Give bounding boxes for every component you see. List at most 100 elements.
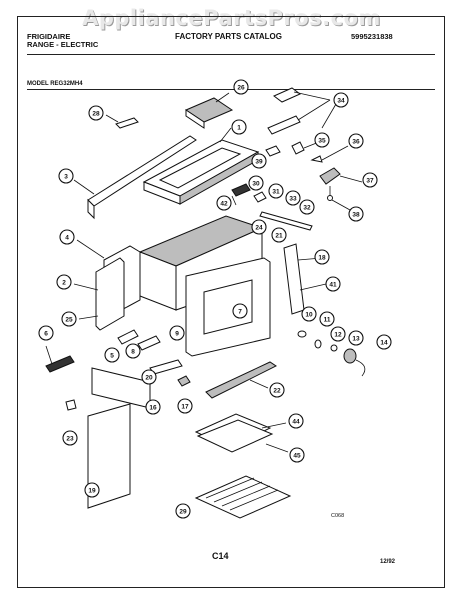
svg-text:34: 34: [337, 98, 345, 105]
svg-text:42: 42: [220, 201, 228, 208]
callout-13: 13: [348, 330, 364, 346]
svg-text:9: 9: [175, 331, 179, 338]
callout-42: 42: [216, 195, 232, 211]
callout-16: 16: [145, 399, 161, 415]
callout-21: 21: [271, 227, 287, 243]
svg-text:44: 44: [292, 419, 300, 426]
page-code: C14: [212, 551, 229, 561]
callout-25: 25: [61, 311, 77, 327]
figure-code: C068: [331, 513, 345, 519]
callout-35: 35: [314, 132, 330, 148]
small-components: [265, 141, 363, 211]
svg-text:21: 21: [275, 233, 283, 240]
front-frame-part: [185, 257, 271, 357]
product-type: RANGE - ELECTRIC: [27, 40, 99, 49]
svg-text:19: 19: [88, 488, 96, 495]
brand-name: FRIGIDAIRE: [27, 32, 71, 41]
callout-3: 3: [58, 168, 74, 184]
callout-19: 19: [84, 482, 100, 498]
catalog-title: FACTORY PARTS CATALOG: [175, 32, 282, 41]
callout-11: 11: [319, 311, 335, 327]
header-brand-block: FRIGIDAIRE RANGE - ELECTRIC: [27, 33, 98, 49]
catalog-number: 5995231838: [351, 32, 393, 41]
header-rule: [27, 54, 435, 56]
svg-text:33: 33: [289, 196, 297, 203]
svg-text:3: 3: [64, 174, 68, 181]
callout-38: 38: [348, 206, 364, 222]
svg-text:45: 45: [293, 453, 301, 460]
callout-12: 12: [330, 326, 346, 342]
callout-44: 44: [288, 413, 304, 429]
svg-text:12: 12: [334, 332, 342, 339]
callout-29: 29: [175, 503, 191, 519]
callout-39: 39: [251, 153, 267, 169]
svg-text:28: 28: [92, 111, 100, 118]
kickplate-parts: [91, 359, 277, 409]
svg-text:16: 16: [149, 405, 157, 412]
small-clip-part: [65, 399, 77, 411]
svg-text:17: 17: [181, 404, 189, 411]
callout-45: 45: [289, 447, 305, 463]
svg-text:6: 6: [44, 331, 48, 338]
callout-6: 6: [38, 325, 54, 341]
broiler-pan-parts: [194, 413, 289, 453]
door-panel-part: [87, 403, 131, 509]
svg-text:25: 25: [65, 317, 73, 324]
svg-text:2: 2: [62, 280, 66, 287]
svg-text:35: 35: [318, 138, 326, 145]
lower-bracket-parts: [45, 329, 161, 373]
svg-text:26: 26: [237, 85, 245, 92]
callout-34: 34: [333, 92, 349, 108]
receptacle-parts: [267, 87, 337, 135]
callout-8: 8: [125, 343, 141, 359]
callout-20: 20: [141, 369, 157, 385]
callout-10: 10: [301, 306, 317, 322]
oven-rack-part: [194, 475, 292, 519]
catalog-page-frame: [17, 16, 445, 588]
callout-14: 14: [376, 334, 392, 350]
model-rule: [27, 89, 435, 91]
callout-4: 4: [59, 229, 75, 245]
callout-36: 36: [348, 133, 364, 149]
svg-text:38: 38: [352, 212, 360, 219]
callout-22: 22: [269, 382, 285, 398]
callout-18: 18: [314, 249, 330, 265]
svg-text:1: 1: [237, 125, 241, 132]
catalog-date: 12/92: [380, 559, 396, 565]
svg-text:8: 8: [131, 349, 135, 356]
svg-text:13: 13: [352, 336, 360, 343]
svg-text:30: 30: [252, 181, 260, 188]
svg-text:11: 11: [324, 317, 331, 324]
svg-text:7: 7: [238, 309, 242, 316]
callout-2: 2: [56, 274, 72, 290]
callout-23: 23: [62, 430, 78, 446]
element-pan-part: [184, 92, 234, 129]
callout-30: 30: [248, 175, 264, 191]
side-insulation-part: [73, 257, 125, 331]
svg-text:41: 41: [329, 282, 337, 289]
watermark: AppliancePartsPros.com: [82, 6, 381, 30]
callout-7: 7: [232, 303, 248, 319]
callout-31: 31: [268, 183, 284, 199]
back-panel-part: [73, 135, 197, 220]
svg-text:5: 5: [110, 353, 114, 360]
callout-41: 41: [325, 276, 341, 292]
callout-17: 17: [177, 398, 193, 414]
svg-text:24: 24: [255, 225, 263, 232]
svg-text:36: 36: [352, 139, 360, 146]
callout-37: 37: [362, 172, 378, 188]
callout-33: 33: [285, 190, 301, 206]
svg-text:14: 14: [380, 340, 388, 347]
vent-bracket-part: [105, 114, 139, 129]
callout-9: 9: [169, 325, 185, 341]
terminal-block-parts: [231, 183, 313, 231]
callout-26: 26: [233, 79, 249, 95]
svg-text:37: 37: [366, 178, 374, 185]
svg-text:29: 29: [179, 509, 187, 516]
knob-parts: [297, 330, 366, 377]
model-number: MODEL REG32MH4: [27, 81, 83, 87]
main-top-part: [142, 127, 260, 205]
callout-1: 1: [231, 119, 247, 135]
svg-text:39: 39: [255, 159, 263, 166]
callout-28: 28: [88, 105, 104, 121]
